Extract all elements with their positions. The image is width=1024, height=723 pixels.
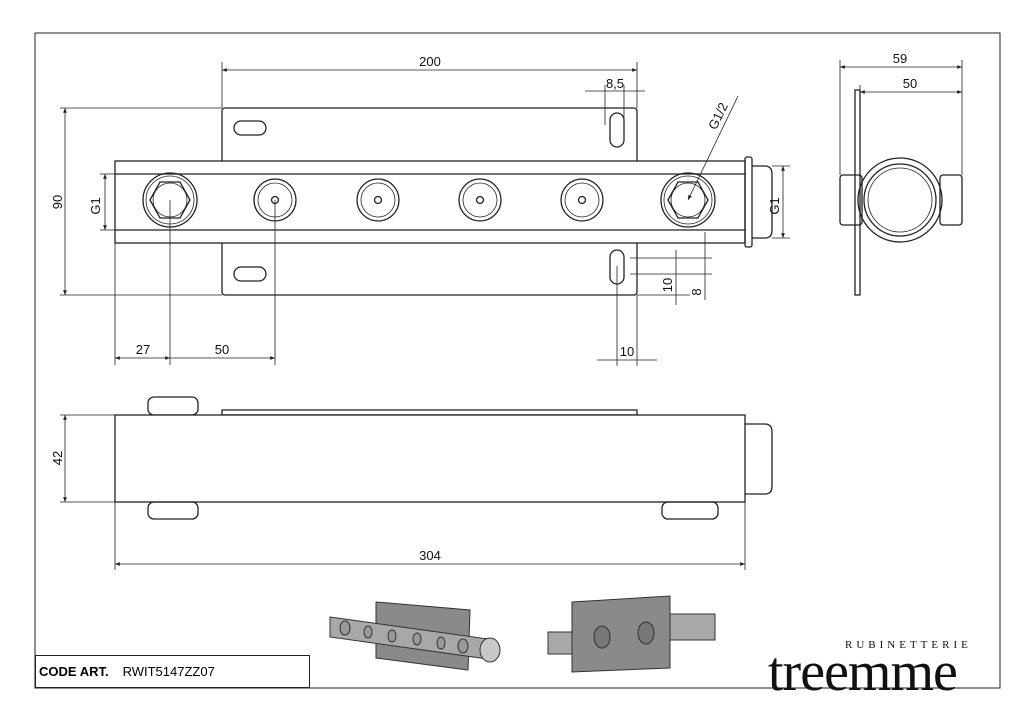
dim-42: 42 [50, 451, 65, 465]
isometric-front-render [329, 601, 501, 671]
dim-g1-right: G1 [767, 197, 782, 214]
dim-200: 200 [419, 54, 441, 69]
dim-90: 90 [50, 195, 65, 209]
brand-logo: treemme [768, 641, 958, 703]
title-block-code: CODE ART. RWIT5147ZZ07 [35, 655, 310, 688]
inlet-right [660, 172, 716, 228]
code-value: RWIT5147ZZ07 [122, 664, 215, 679]
side-view: 59 50 [839, 51, 963, 296]
dim-59: 59 [893, 51, 907, 66]
brand-subtitle: RUBINETTERIE [845, 639, 972, 651]
dim-27: 27 [136, 342, 150, 357]
dim-8-5: 8,5 [606, 76, 624, 91]
dim-50: 50 [215, 342, 229, 357]
drawing-frame [34, 32, 1001, 689]
dim-10-y: 10 [660, 278, 675, 292]
dim-304: 304 [419, 548, 441, 563]
code-label: CODE ART. [39, 664, 109, 679]
front-view [114, 107, 773, 296]
isometric-back-render [547, 595, 716, 673]
dim-g1-2: G1/2 [705, 100, 731, 132]
dim-g1-left: G1 [88, 197, 103, 214]
front-dimensions: 200 8,5 90 G1 G1 G1/2 27 50 10 10 8 [50, 54, 790, 366]
dim-50-side: 50 [903, 76, 917, 91]
dim-10-x: 10 [620, 344, 634, 359]
dim-8: 8 [689, 288, 704, 295]
top-view: 42 304 [50, 396, 773, 570]
